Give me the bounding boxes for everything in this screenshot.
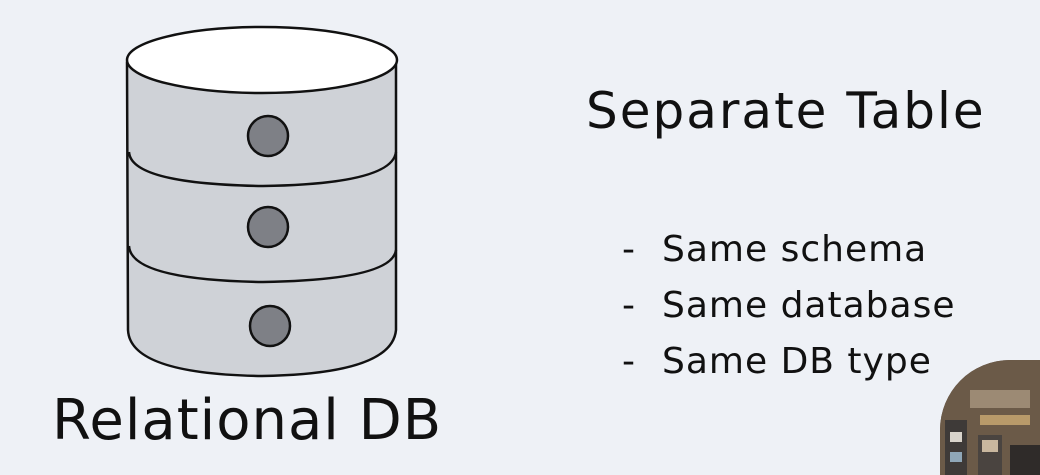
slide-heading: Separate Table: [586, 82, 986, 140]
bullet-item: -Same DB type: [622, 334, 955, 390]
cylinder-indicator-2: [246, 205, 290, 249]
bullet-list: -Same schema -Same database -Same DB typ…: [622, 222, 955, 390]
cylinder-top: [125, 25, 399, 95]
bullet-text: Same database: [662, 285, 956, 326]
bullet-item: -Same database: [622, 278, 955, 334]
cylinder-indicator-3: [248, 304, 292, 348]
bullet-text: Same schema: [662, 229, 928, 270]
presenter-webcam-thumbnail: [940, 360, 1040, 475]
cylinder-divider-1: [127, 151, 398, 188]
cylinder-divider-2: [127, 245, 398, 284]
bullet-dash: -: [622, 285, 636, 326]
bullet-dash: -: [622, 341, 636, 382]
database-cylinder-icon: [125, 25, 399, 378]
bullet-dash: -: [622, 229, 636, 270]
cylinder-indicator-1: [246, 114, 290, 158]
database-label: Relational DB: [52, 388, 443, 453]
bullet-text: Same DB type: [662, 341, 932, 382]
bullet-item: -Same schema: [622, 222, 955, 278]
